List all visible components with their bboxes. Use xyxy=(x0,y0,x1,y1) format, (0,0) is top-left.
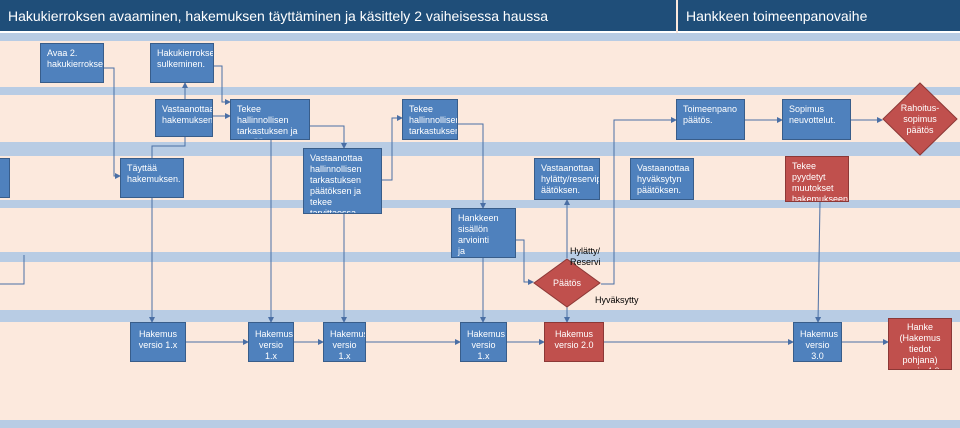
admin-check-box: Tekee hallinnollisen tarkastuksen. xyxy=(402,99,458,140)
receive-admin-check-decision-box: Vastaanottaa hallinnollisen tarkastuksen… xyxy=(303,148,382,214)
lane-divider-6 xyxy=(0,310,960,322)
make-requested-changes-box: Tekee pyydetyt muutokset hakemukseen xyxy=(785,156,849,202)
open-application-round-box: Avaa 2. hakukierroksen. xyxy=(40,43,104,83)
implementation-decision-box: Toimeenpano päätös. xyxy=(676,99,745,140)
project-version-box: Hanke (Hakemus tiedot pohjana) versio 4.… xyxy=(888,318,952,370)
lane-divider-1 xyxy=(0,33,960,41)
receive-rejected-decision-box: Vastaanottaa hylätty/reservip äätöksen. xyxy=(534,158,600,200)
application-version-box-2: Hakemus versio 1.x xyxy=(248,322,294,362)
funding-contract-decision-diamond: Rahoitus- sopimus päätös xyxy=(882,82,958,156)
left-edge-box xyxy=(0,158,10,198)
application-version-box-3: Hakemus versio 1.x xyxy=(323,322,366,362)
decision-diamond-label: Päätös xyxy=(552,277,582,288)
receive-application-box: Vastaanottaa hakemuksen. xyxy=(155,99,213,137)
lane-divider-3 xyxy=(0,142,960,156)
rejected-reserve-label: Hylätty/ Reservi xyxy=(570,246,601,267)
application-version-box-5: Hakemus versio 2.0 xyxy=(544,322,604,362)
header-title-left: Hakukierroksen avaaminen, hakemuksen täy… xyxy=(0,0,676,33)
header-title-right: Hankkeen toimeenpanovaihe xyxy=(678,0,960,33)
application-version-box-6: Hakemus versio 3.0 xyxy=(793,322,842,362)
funding-contract-decision-label: Rahoitus- sopimus päätös xyxy=(900,102,940,135)
approved-label: Hyväksytty xyxy=(595,295,639,305)
decision-diamond: Päätös xyxy=(533,258,601,308)
lane-divider-7 xyxy=(0,420,960,428)
content-evaluation-box: Hankkeen sisällön arviointi ja kommentoi… xyxy=(451,208,516,258)
fill-application-box: Täyttää hakemuksen. xyxy=(120,158,184,198)
admin-check-request-corrections-box: Tekee hallinnollisen tarkastuksen ja pyy… xyxy=(230,99,310,140)
application-version-box-1: Hakemus versio 1.x xyxy=(130,322,186,362)
close-application-round-box: Hakukierroksen sulkeminen. xyxy=(150,43,214,83)
contract-negotiation-box: Sopimus neuvottelut. xyxy=(782,99,851,140)
receive-approved-decision-box: Vastaanottaa hyväksytyn päätöksen. xyxy=(630,158,694,200)
application-version-box-4: Hakemus versio 1.x xyxy=(460,322,507,362)
lane-divider-2 xyxy=(0,87,960,95)
